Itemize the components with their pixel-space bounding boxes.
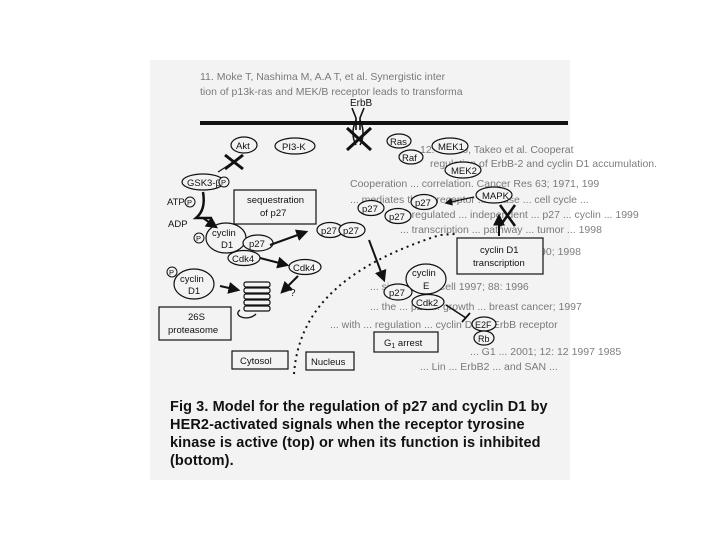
arrow — [280, 275, 299, 294]
g1-subscript: 1 — [391, 343, 395, 350]
p27-node — [410, 193, 438, 211]
arrow — [368, 239, 387, 283]
p27-label: p27 — [249, 239, 265, 250]
arrow — [259, 256, 290, 269]
inhibition-line — [445, 304, 467, 319]
figure-caption: Fig 3. Model for the regulation of p27 a… — [170, 399, 548, 469]
cyclin-d1-node — [173, 268, 215, 300]
nuclear-envelope — [293, 233, 456, 375]
bg-line: Cooperation ... correlation. Cancer Res … — [350, 178, 599, 190]
transcription-label-1: cyclin D1 — [480, 245, 519, 256]
cyclin-d1-transcription-box — [456, 237, 544, 275]
cyclin-label: cyclin — [180, 274, 204, 285]
ras-node — [386, 133, 412, 149]
mek2-node — [444, 161, 482, 179]
proteasome-box — [158, 306, 232, 341]
atp-label: ATP — [167, 197, 185, 208]
pi3k-node — [274, 137, 316, 155]
cytosol-box — [231, 350, 289, 370]
mapk-label: MAPK — [482, 191, 510, 202]
raf-label: Raf — [402, 153, 417, 164]
g1-letter: G — [384, 338, 391, 349]
cdk4-label: Cdk4 — [293, 263, 315, 274]
d1-label: D1 — [221, 240, 233, 251]
p27-label: p27 — [389, 212, 405, 223]
p27-node — [357, 199, 385, 217]
akt-label: Akt — [236, 141, 250, 152]
sequestration-label-2: of p27 — [260, 208, 286, 219]
bg-line: ... G1 ... 2001; 12: 12 1997 1985 — [470, 346, 621, 358]
g1-arrest-box — [373, 331, 439, 353]
inhibition-bar — [461, 312, 471, 323]
ras-label: Ras — [390, 137, 407, 148]
pathway-arrows — [202, 213, 505, 294]
bg-line: ... with ... regulation ... cyclin D1 ..… — [330, 319, 558, 331]
nucleus-label: Nucleus — [311, 357, 346, 368]
mapk-node — [475, 186, 513, 204]
cytosol-label: Cytosol — [240, 356, 272, 367]
e-label: E — [423, 281, 429, 292]
question-mark: ? — [290, 288, 296, 299]
background-reference-text: 11. Moke T, Nashima M, A.A T, et al. Syn… — [200, 71, 657, 373]
cyclin-label: cyclin — [212, 228, 236, 239]
sequestration-box — [233, 189, 317, 225]
pi3k-label: PI3-K — [282, 142, 306, 153]
phosphorylation-arc — [192, 191, 212, 220]
p27-label: p27 — [362, 204, 378, 215]
arrow — [219, 282, 241, 294]
e2f-label: E2F — [475, 320, 492, 330]
cyclin-label: cyclin — [412, 268, 436, 279]
cdk2-label: Cdk2 — [416, 298, 438, 309]
proteasome-icon — [237, 281, 271, 319]
proteasome-label-2: proteasome — [168, 325, 218, 336]
rb-label: Rb — [478, 334, 490, 344]
cdk2-node — [411, 293, 445, 311]
d1-label: D1 — [188, 286, 200, 297]
phospho-p: P — [187, 198, 192, 207]
p27-label: p27 — [321, 226, 337, 237]
arrow — [269, 229, 309, 246]
mek1-node — [431, 137, 469, 155]
phospho-p: P — [169, 268, 174, 277]
g1-arrest-label: G1 arrest — [384, 338, 423, 350]
phospho-p: P — [221, 178, 226, 187]
bg-line: ... the ... p27 ... growth ... breast ca… — [370, 301, 582, 313]
p27-label: p27 — [343, 226, 359, 237]
arrest-text: arrest — [395, 338, 422, 349]
bg-line: ... regulated ... independent ... p27 ..… — [400, 209, 639, 221]
gsk3-label: GSK3-β — [187, 178, 222, 189]
erbb-receptor: ErbB — [345, 98, 373, 152]
sequestration-label-1: sequestration — [247, 195, 304, 206]
mek2-label: MEK2 — [451, 166, 477, 177]
raf-node — [398, 149, 424, 165]
p27-node — [338, 221, 366, 239]
bg-line: tion of p13k-ras and MEK/B receptor lead… — [200, 86, 463, 98]
p27-label: p27 — [389, 288, 405, 299]
p27-node — [383, 283, 413, 301]
phospho-p: P — [196, 234, 201, 243]
mek1-label: MEK1 — [438, 142, 464, 153]
bg-line: 11. Moke T, Nashima M, A.A T, et al. Syn… — [200, 71, 446, 83]
cdk4-label: Cdk4 — [232, 254, 254, 265]
p27-node — [384, 207, 412, 225]
bg-line: ... transcription ... pathway ... tumor … — [400, 224, 602, 236]
arrow — [202, 216, 218, 229]
nucleus-box — [305, 351, 355, 371]
transcription-label-2: transcription — [473, 258, 525, 269]
p27-label: p27 — [415, 198, 431, 209]
bg-line: ... Lin ... ErbB2 ... and SAN ... — [420, 361, 558, 373]
akt-node — [230, 136, 258, 154]
rb-node — [473, 330, 495, 346]
proteasome-label-1: 26S — [188, 312, 205, 323]
bg-line: ... mediates the ... receptor ... kinase… — [350, 194, 589, 206]
adp-label: ADP — [168, 219, 188, 230]
bg-line: regulation of ErbB-2 and cyclin D1 accum… — [430, 158, 657, 170]
erbb-label: ErbB — [350, 98, 373, 109]
